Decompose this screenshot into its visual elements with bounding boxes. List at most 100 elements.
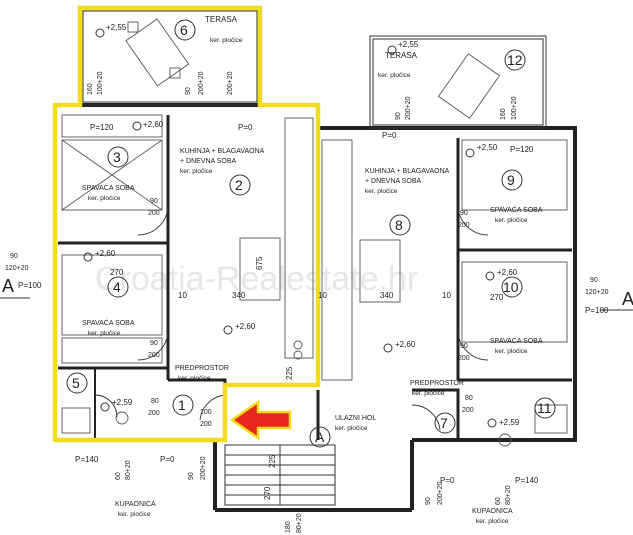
svg-text:10: 10 bbox=[442, 291, 451, 300]
svg-text:200: 200 bbox=[148, 352, 160, 359]
room-number-11: 11 bbox=[534, 397, 556, 419]
svg-text:A: A bbox=[315, 429, 325, 445]
room-name-8-line1: KUHINJA + BLAGAVAONA bbox=[365, 168, 450, 175]
svg-text:ker. pločice: ker. pločice bbox=[210, 37, 243, 44]
svg-text:ker. pločice: ker. pločice bbox=[495, 348, 528, 355]
svg-text:+2,60: +2,60 bbox=[235, 322, 256, 331]
svg-text:200: 200 bbox=[458, 222, 470, 229]
svg-text:P=0: P=0 bbox=[382, 131, 397, 140]
svg-text:+2,60: +2,60 bbox=[497, 268, 518, 277]
room-number-2: 2 bbox=[229, 174, 251, 196]
height-marker: +2,50 bbox=[465, 143, 498, 158]
svg-text:100+20: 100+20 bbox=[511, 96, 518, 120]
svg-text:90: 90 bbox=[460, 210, 468, 217]
svg-text:1: 1 bbox=[178, 397, 186, 413]
svg-text:90: 90 bbox=[590, 277, 598, 284]
svg-text:200: 200 bbox=[458, 355, 470, 362]
svg-text:270: 270 bbox=[110, 268, 124, 277]
svg-text:P=140: P=140 bbox=[75, 455, 99, 464]
svg-text:675: 675 bbox=[255, 256, 264, 270]
svg-text:P=120: P=120 bbox=[510, 145, 534, 154]
svg-text:+2,50: +2,50 bbox=[477, 143, 498, 152]
svg-text:ker. pločice: ker. pločice bbox=[180, 168, 213, 175]
svg-text:100+20: 100+20 bbox=[97, 71, 104, 95]
room-number-6: 6 bbox=[174, 19, 196, 41]
svg-text:+2,59: +2,59 bbox=[499, 418, 520, 427]
svg-text:225: 225 bbox=[268, 454, 277, 468]
room-name-A: ULAZNI HOL bbox=[335, 415, 376, 422]
svg-text:200: 200 bbox=[148, 210, 160, 217]
svg-text:270: 270 bbox=[490, 293, 504, 302]
height-marker: +2,60 bbox=[223, 322, 256, 335]
dimension-labels: P=120 P=0 P=120 P=0 P=100 P=100 P=140 P=… bbox=[5, 71, 609, 533]
svg-text:80: 80 bbox=[465, 395, 473, 402]
room-name-7: PREDPROSTOR bbox=[410, 380, 464, 387]
svg-text:ker. pločice: ker. pločice bbox=[88, 195, 121, 202]
svg-text:+2,60: +2,60 bbox=[143, 120, 164, 129]
apartment-highlight bbox=[52, 5, 321, 443]
room-number-A: A bbox=[309, 426, 331, 448]
svg-text:6: 6 bbox=[180, 22, 188, 38]
svg-text:160: 160 bbox=[87, 83, 94, 95]
room-name-4: SPAVAĆA SOBA bbox=[82, 318, 135, 327]
room-name-5: KUPAONICA bbox=[115, 501, 156, 508]
svg-text:200+20: 200+20 bbox=[198, 71, 205, 95]
section-label-right: A bbox=[622, 289, 633, 309]
svg-text:P=0: P=0 bbox=[238, 123, 253, 132]
svg-text:90: 90 bbox=[150, 198, 158, 205]
svg-text:200: 200 bbox=[148, 410, 160, 417]
room-name-8-line2: + DNEVNA SOBA bbox=[365, 178, 422, 185]
svg-text:200+20: 200+20 bbox=[227, 71, 234, 95]
room-name-9: SPAVAĆA SOBA bbox=[490, 205, 543, 214]
section-label-left: A bbox=[2, 276, 14, 296]
svg-text:80+20: 80+20 bbox=[505, 485, 512, 505]
room-number-8: 8 bbox=[389, 214, 411, 236]
svg-text:+2,60: +2,60 bbox=[95, 249, 116, 258]
svg-text:225: 225 bbox=[285, 366, 294, 380]
svg-text:P=100: P=100 bbox=[585, 306, 609, 315]
room-numbers: 6 12 3 2 8 9 4 10 5 1 7 11 A bbox=[66, 19, 556, 448]
room-number-5: 5 bbox=[66, 372, 88, 394]
svg-text:100: 100 bbox=[200, 409, 212, 416]
svg-text:ker. pločice: ker. pločice bbox=[495, 217, 528, 224]
svg-text:10: 10 bbox=[503, 279, 519, 295]
svg-text:80: 80 bbox=[151, 398, 159, 405]
height-marker: +2,60 bbox=[132, 120, 164, 131]
svg-text:60: 60 bbox=[495, 497, 502, 505]
height-marker: +2,60 bbox=[485, 268, 518, 281]
svg-text:+2,55: +2,55 bbox=[398, 40, 419, 49]
svg-text:+2,55: +2,55 bbox=[106, 23, 127, 32]
svg-text:ker. pločice: ker. pločice bbox=[88, 330, 121, 337]
doors bbox=[94, 204, 489, 431]
svg-text:5: 5 bbox=[72, 375, 80, 391]
svg-text:90: 90 bbox=[10, 253, 18, 260]
svg-text:200: 200 bbox=[200, 421, 212, 428]
entrance-arrow bbox=[229, 399, 292, 441]
svg-text:160: 160 bbox=[500, 108, 507, 120]
svg-text:340: 340 bbox=[380, 291, 394, 300]
height-marker: +2,59 bbox=[487, 418, 520, 428]
room-name-2-line1: KUHINJA + BLAGAVAONA bbox=[180, 148, 265, 155]
svg-text:4: 4 bbox=[113, 279, 121, 295]
svg-text:P=0: P=0 bbox=[440, 476, 455, 485]
svg-text:ker. pločice: ker. pločice bbox=[378, 72, 411, 79]
furniture bbox=[61, 114, 568, 506]
svg-text:2: 2 bbox=[235, 177, 243, 193]
svg-text:11: 11 bbox=[537, 400, 552, 416]
room-name-11: KUPAONICA bbox=[472, 508, 513, 515]
svg-text:P=0: P=0 bbox=[160, 455, 175, 464]
staircase bbox=[224, 444, 336, 506]
room-number-12: 12 bbox=[504, 49, 526, 71]
height-marker: +2,55 bbox=[387, 40, 419, 55]
height-marker: +2,60 bbox=[83, 249, 116, 262]
svg-text:90: 90 bbox=[425, 497, 432, 505]
svg-text:90: 90 bbox=[185, 87, 192, 95]
svg-text:ker. pločice: ker. pločice bbox=[412, 390, 445, 397]
watermark: Croatia-Realestate.hr bbox=[95, 260, 418, 298]
svg-text:180: 180 bbox=[285, 521, 292, 533]
room-name-2-line2: + DNEVNA SOBA bbox=[180, 158, 237, 165]
svg-text:120+20: 120+20 bbox=[585, 289, 609, 296]
room-name-1: PREDPROSTOR bbox=[175, 365, 229, 372]
svg-text:90: 90 bbox=[460, 343, 468, 350]
